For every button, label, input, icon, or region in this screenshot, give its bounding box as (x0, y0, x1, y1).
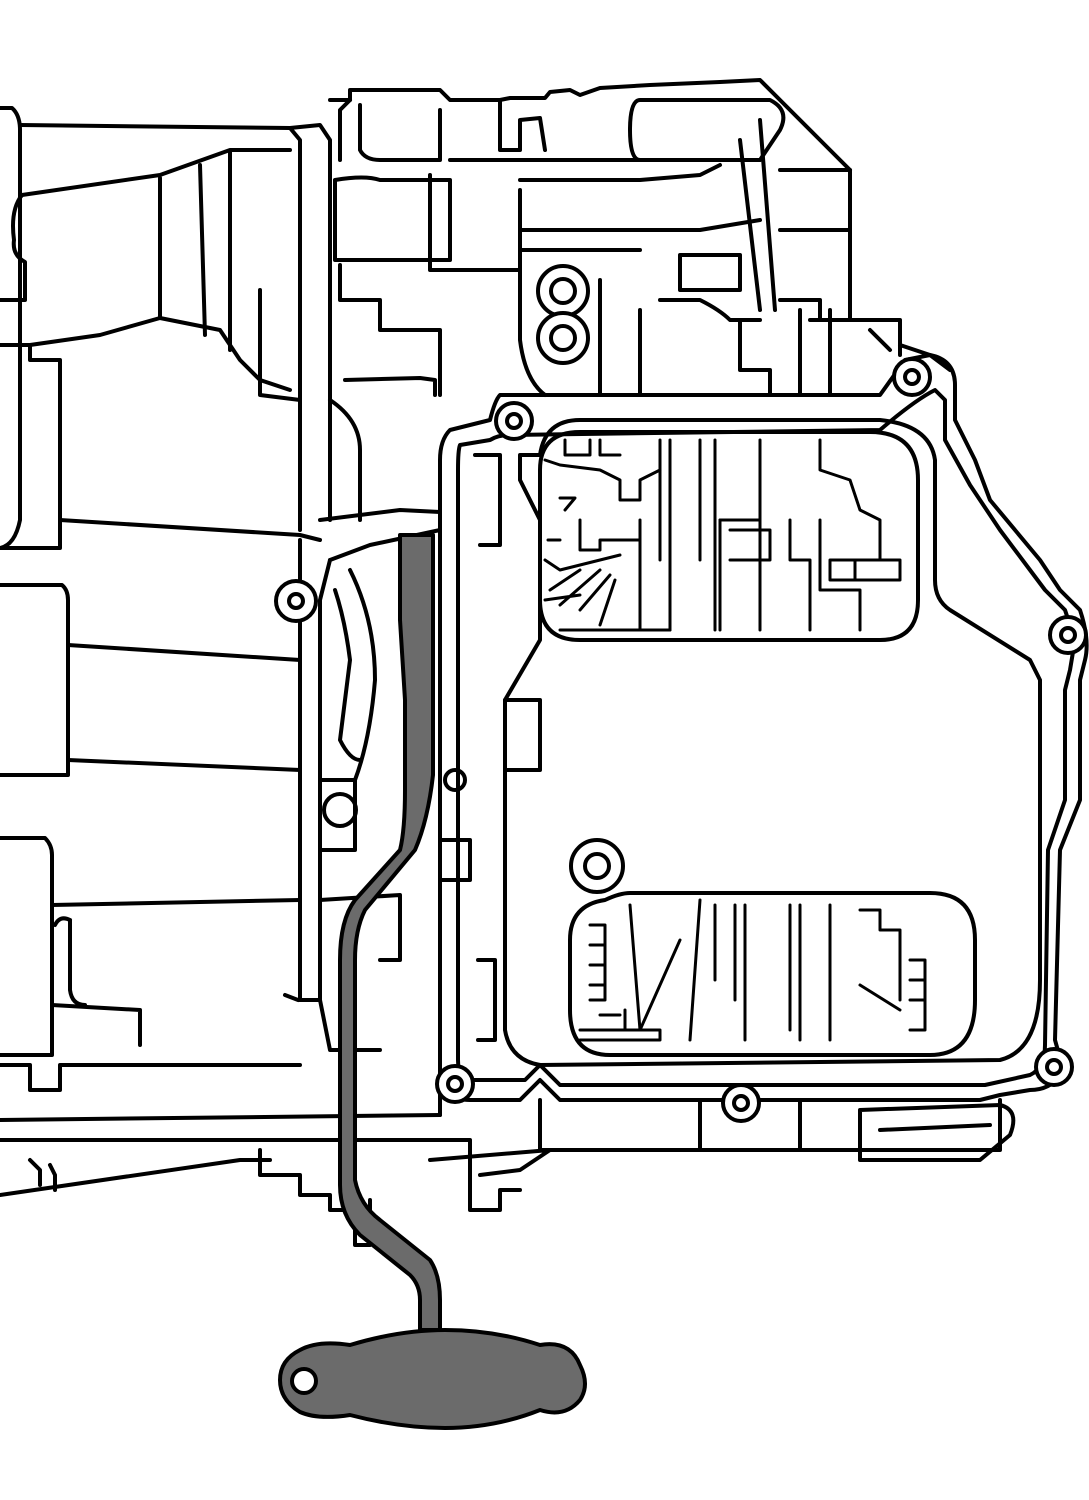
oil-pan-flange (438, 353, 1089, 1162)
oil-pan (503, 418, 1042, 1067)
flange-bolts (435, 357, 1088, 1123)
tool-handle-hole (290, 1367, 318, 1395)
tool-handle (278, 1328, 587, 1430)
valve-body-window-bottom (568, 838, 977, 1057)
valve-body-window-top (538, 430, 920, 642)
removal-tool (278, 533, 587, 1430)
tool-shaft (338, 533, 442, 1332)
transmission-housing-left (0, 106, 442, 1197)
housing-top (448, 78, 952, 397)
